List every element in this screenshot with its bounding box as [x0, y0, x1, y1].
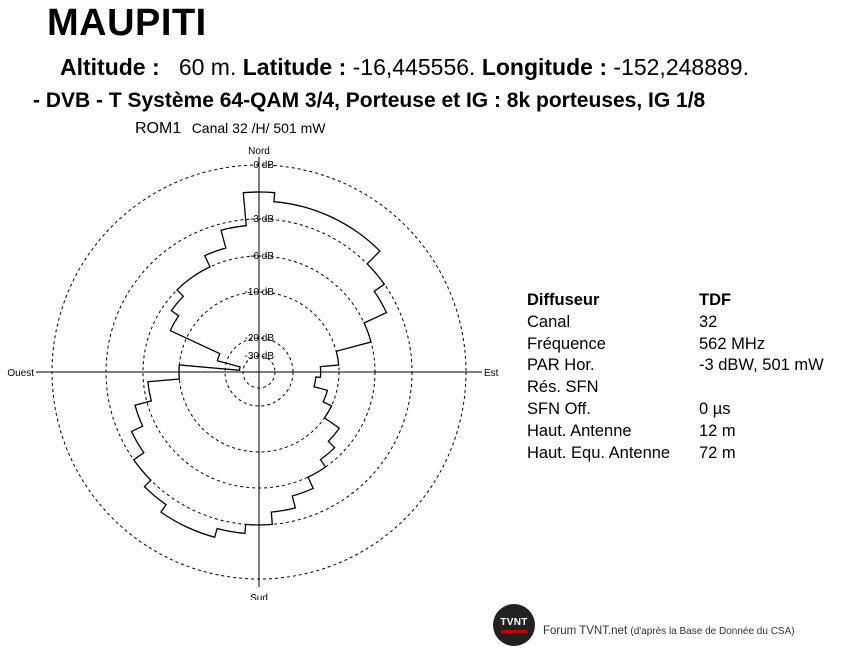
info-key: Rés. SFN: [527, 378, 599, 397]
channel-line: Canal 32 /H/ 501 mW: [191, 120, 326, 136]
info-row: Rés. SFN: [527, 377, 824, 399]
ring-label: -6 dB: [250, 251, 274, 262]
latitude-value: -16,445556.: [352, 54, 476, 80]
info-row: Haut. Antenne 12 m: [527, 421, 824, 443]
tvnt-logo: TVNT: [493, 604, 535, 646]
ring-label: -3 dB: [250, 214, 274, 225]
altitude-label: Altitude :: [60, 54, 160, 80]
info-value: 72 m: [699, 443, 736, 462]
info-value: 0 µs: [699, 399, 731, 418]
credit-main: Forum TVNT.net: [543, 625, 628, 637]
ring-label: -30 dB: [245, 351, 275, 362]
altitude-value: 60 m.: [178, 54, 237, 80]
info-key: Fréquence: [527, 334, 606, 353]
info-key: PAR Hor.: [527, 356, 595, 375]
direction-west-label: Ouest: [7, 368, 34, 379]
info-row: SFN Off. 0 µs: [527, 399, 824, 421]
info-value: 12 m: [699, 421, 736, 440]
info-value: TDF: [699, 291, 732, 309]
info-row: Diffuseur TDF: [527, 290, 824, 312]
credit-line: Forum TVNT.net (d'après la Base de Donné…: [543, 625, 795, 637]
ring-label: -20 dB: [245, 333, 275, 344]
direction-east-label: Est: [484, 368, 499, 379]
info-row: Canal 32: [527, 312, 824, 334]
page-title: MAUPITI: [47, 2, 207, 44]
info-key: Canal: [527, 312, 571, 331]
direction-south-label: Sud: [250, 593, 268, 600]
coordinates-line: Altitude : 60 m. Latitude : -16,445556. …: [60, 54, 749, 81]
info-row: Haut. Equ. Antenne 72 m: [527, 443, 824, 465]
radiation-pattern: [130, 191, 388, 538]
info-row: Fréquence 562 MHz: [527, 334, 824, 356]
direction-north-label: Nord: [248, 146, 270, 157]
longitude-value: -152,248889.: [613, 54, 749, 80]
logo-stripe: [501, 630, 527, 633]
info-key: SFN Off.: [527, 399, 591, 418]
info-key: Diffuseur: [527, 291, 600, 309]
latitude-label: Latitude :: [242, 54, 347, 80]
ring-label: -10 dB: [245, 287, 275, 298]
info-key: Haut. Equ. Antenne: [527, 443, 671, 462]
site-header: ROM1 Canal 32 /H/ 501 mW: [135, 120, 326, 138]
system-line: - DVB - T Système 64-QAM 3/4, Porteuse e…: [33, 89, 706, 112]
info-value: 32: [699, 312, 718, 331]
info-value: -3 dBW, 501 mW: [699, 356, 824, 375]
info-value: 562 MHz: [699, 334, 766, 353]
info-row: PAR Hor. -3 dBW, 501 mW: [527, 355, 824, 377]
logo-text: TVNT: [500, 617, 528, 628]
credit-small: (d'après la Base de Donnée du CSA): [630, 626, 795, 637]
info-key: Haut. Antenne: [527, 421, 632, 440]
longitude-label: Longitude :: [481, 54, 607, 80]
ring-label: 0 dB: [253, 160, 274, 171]
site-name: ROM1: [135, 120, 182, 137]
